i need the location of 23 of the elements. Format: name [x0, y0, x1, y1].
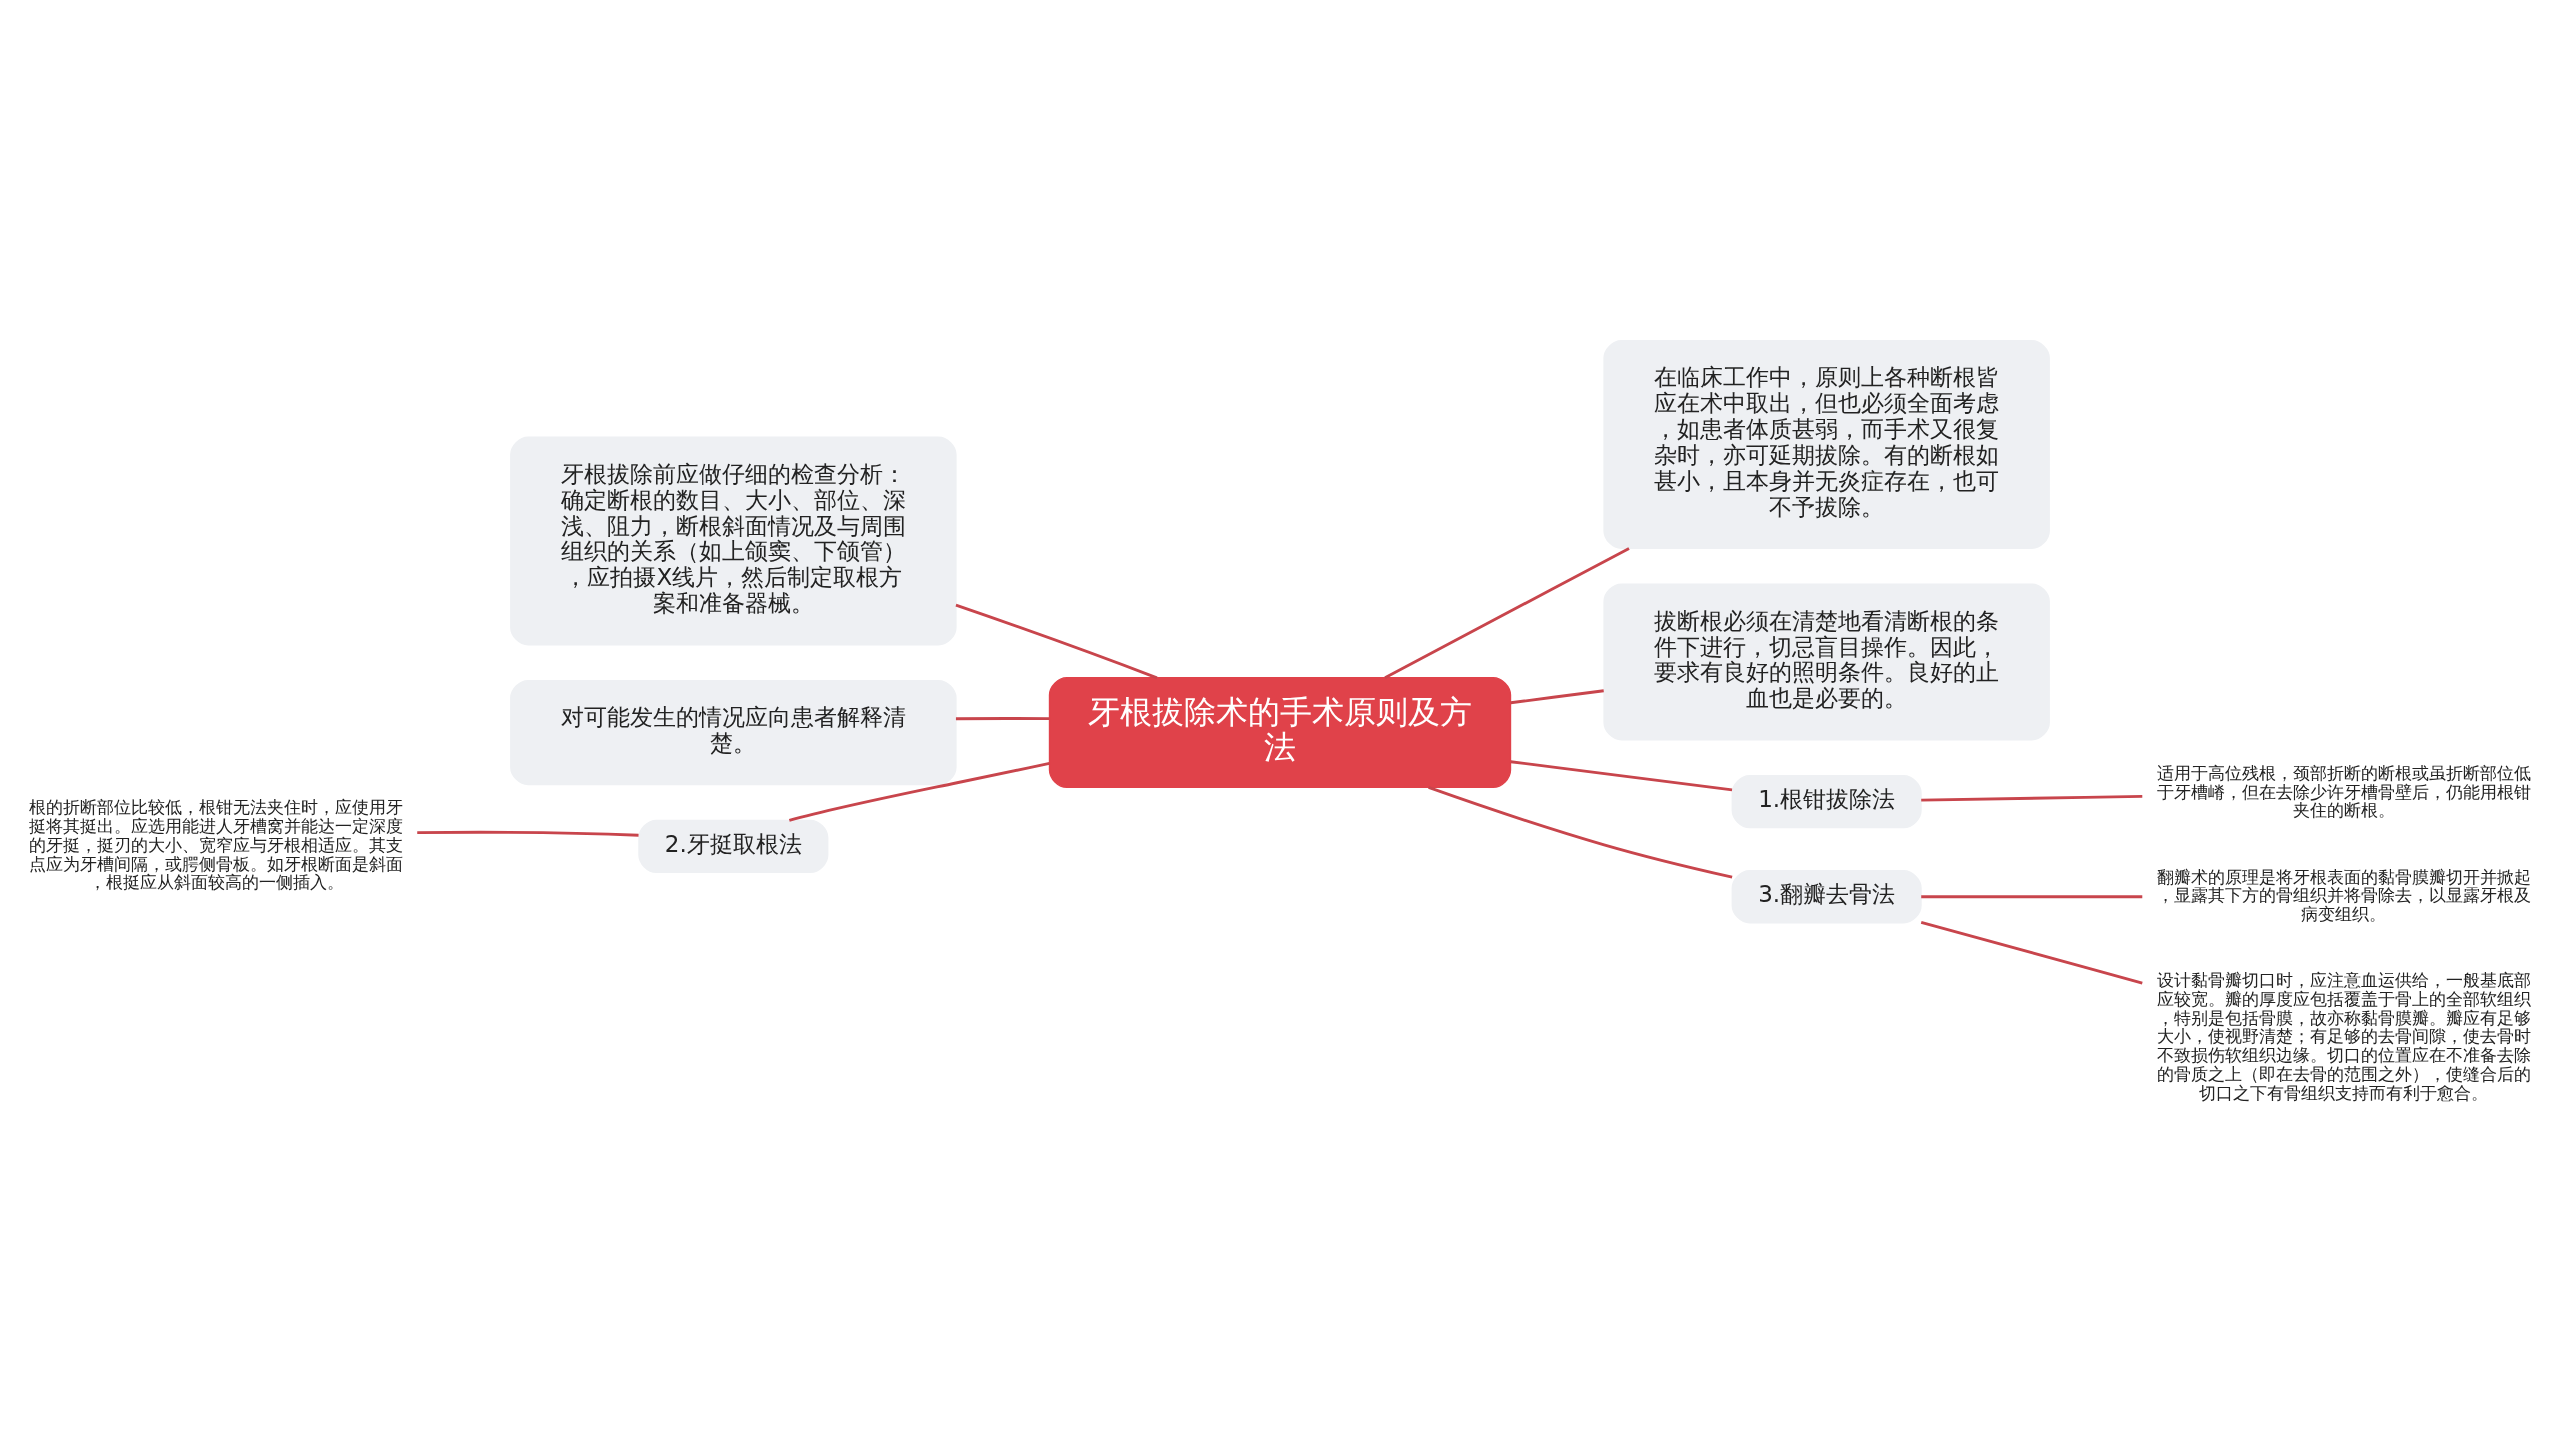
- connector: [417, 830, 639, 837]
- connector: [1921, 894, 2143, 898]
- connector: [1920, 920, 2143, 984]
- node-text: 翻瓣术的原理是将牙根表面的黏骨膜瓣切开并掀起，显露其下方的骨组织并将骨除去，以显露牙根及病变组织。: [2156, 866, 2531, 924]
- node-text: 根的折断部位比较低，根钳无法夹住时，应使用牙挺将其挺出。应选用能进人牙槽窝并能达一定深度的牙挺，挺刃的大小、宽窄应与牙根相适应。其支点应为牙槽间隔，或腭侧骨板。如牙根断面是斜面，根挺应从斜面较高的一侧插入。: [29, 796, 404, 892]
- node-box: 牙根拔除前应做仔细的检查分析：确定断根的数目、大小、部位、深浅、阻力，断根斜面情况及与周围组织的关系（如上颌窦、下颌管），应拍摄X线片，然后制定取根方案和准备器械。: [510, 436, 957, 645]
- connector: [955, 716, 1050, 720]
- node-box: 3.翻瓣去骨法: [1731, 869, 1922, 923]
- node-box: 对可能发生的情况应向患者解释清楚。: [510, 679, 957, 785]
- connector: [1921, 794, 2143, 802]
- connector: [1510, 688, 1604, 704]
- node-box: 1.根钳拔除法: [1731, 774, 1922, 828]
- connector: [788, 761, 1050, 822]
- node-box: 拔断根必须在清楚地看清断根的条件下进行，切忌盲目操作。因此，要求有良好的照明条件。良好的止血也是必要的。: [1603, 583, 2050, 740]
- node-box: 2.牙挺取根法: [638, 819, 829, 873]
- node-box: 在临床工作中，原则上各种断根皆应在术中取出，但也必须全面考虑，如患者体质甚弱，而手术又很复杂时，亦可延期拔除。有的断根如甚小，且本身并无炎症存在，也可不予拔除。: [1603, 339, 2050, 549]
- connector: [1428, 785, 1733, 879]
- connector: [1510, 759, 1733, 791]
- node-text: 适用于高位残根，颈部折断的断根或虽折断部位低于牙槽嵴，但在去除少许牙槽骨壁后，仍能用根钳夹住的断根。: [2156, 762, 2531, 820]
- connector: [1384, 546, 1630, 679]
- node-text: 设计黏骨瓣切口时，应注意血运供给，一般基底部应较宽。瓣的厚度应包括覆盖于骨上的全部软组织，特别是包括骨膜，故亦称黏骨膜瓣。瓣应有足够大小，使视野清楚；有足够的去骨间隙，使去骨时不致损伤软组织边缘。切口的位置应在不准备去除的骨质之上（即在去骨的范围之外），使缝合后的切口之下有骨组织支持而有利于愈合。: [2156, 969, 2531, 1103]
- node-box: 牙根拔除术的手术原则及方法: [1048, 676, 1512, 788]
- connector: [955, 603, 1158, 679]
